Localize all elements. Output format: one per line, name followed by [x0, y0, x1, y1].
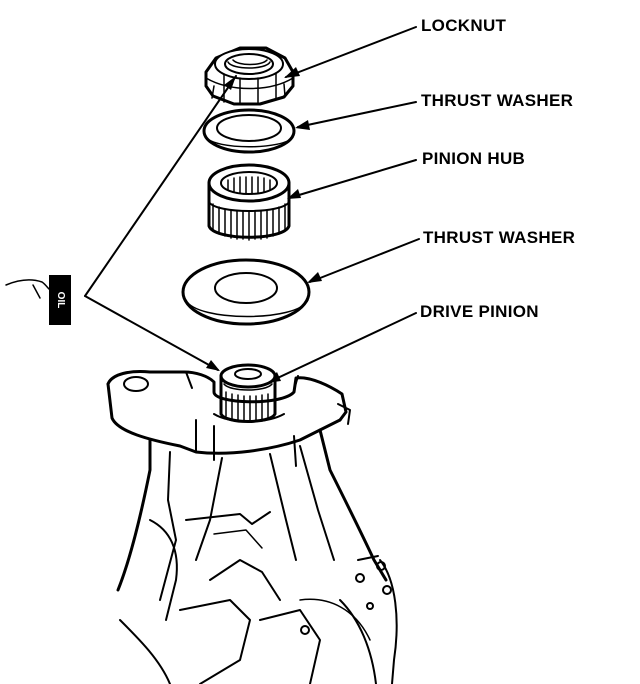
drive-pinion-part — [219, 363, 277, 423]
housing-part — [106, 370, 398, 684]
drive-pinion-label: DRIVE PINION — [420, 302, 539, 321]
thrust-washer-upper-label: THRUST WASHER — [421, 91, 574, 110]
thrust-washer-upper-part — [202, 108, 296, 154]
oil-pointer-lines — [5, 75, 237, 371]
oil-tag: OIL — [49, 275, 71, 325]
locknut-label: LOCKNUT — [421, 16, 507, 35]
oil-tag-text: OIL — [55, 291, 66, 309]
locknut-part — [204, 46, 295, 106]
thrust-washer-lower-part — [181, 258, 311, 326]
pinion-hub-part — [207, 163, 291, 241]
pinion-hub-label: PINION HUB — [422, 149, 526, 168]
thrust-washer-lower-label: THRUST WASHER — [423, 228, 576, 247]
